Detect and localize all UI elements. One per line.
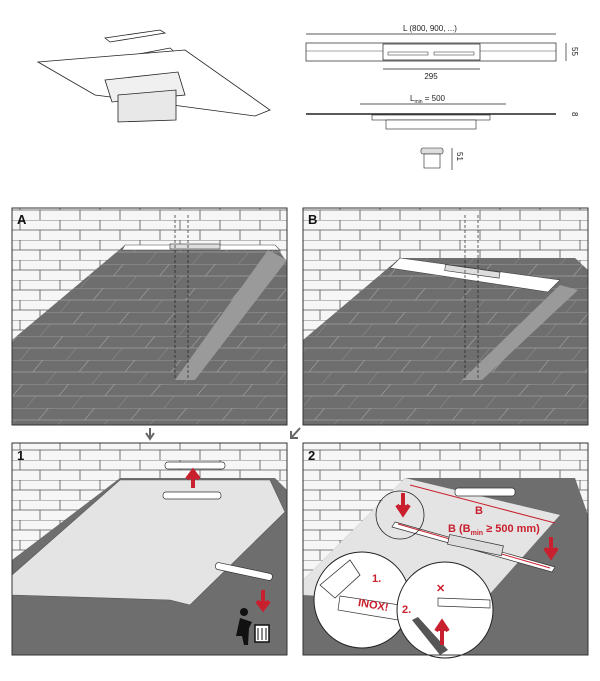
- lift-arrow-icon: [185, 467, 201, 488]
- dimension-b: B: [475, 505, 483, 517]
- inox-label: INOX!: [357, 597, 389, 614]
- cross-icon: ✕: [436, 583, 445, 595]
- panel-label-a: A: [17, 212, 27, 227]
- trash-icon: [236, 608, 270, 645]
- panel-label-1: 1: [17, 448, 24, 463]
- detail-step-2: 2.: [402, 604, 411, 616]
- press-arrow-icon: [543, 537, 559, 561]
- detail-step-1: 1.: [372, 573, 381, 585]
- panel-label-b: B: [308, 212, 317, 227]
- center-width-dimension: 295: [424, 72, 438, 81]
- dimension-drawing: L (800, 900, ...) 55 295 Lmin = 500 8 51: [305, 24, 579, 170]
- product-isometric-view: [36, 29, 271, 123]
- panel-a: A: [11, 207, 288, 426]
- panel-step-1: 1: [11, 442, 288, 656]
- panel-step-2: B B (Bmin ≥ 500 mm) INOX! 1. ✕ 2. 2: [302, 442, 589, 659]
- panel-b: B: [302, 207, 589, 426]
- detail-marker: [375, 490, 425, 540]
- length-dimension: L (800, 900, ...): [403, 24, 457, 33]
- height-dimension: 55: [570, 47, 579, 56]
- press-arrow-icon: [395, 493, 411, 518]
- lmin-dimension: Lmin = 500: [410, 94, 446, 105]
- dimension-bmin: B (Bmin ≥ 500 mm): [448, 523, 540, 537]
- detail-circle-2: [396, 561, 494, 659]
- panel-label-2: 2: [308, 448, 315, 463]
- arrow-diagonal-icon: [290, 427, 301, 439]
- outlet-height-dimension: 51: [455, 152, 464, 161]
- up-arrow-icon: [434, 618, 450, 645]
- arrow-down-icon: [145, 428, 155, 441]
- thickness-dimension: 8: [570, 112, 579, 117]
- down-arrow-icon: [255, 590, 271, 613]
